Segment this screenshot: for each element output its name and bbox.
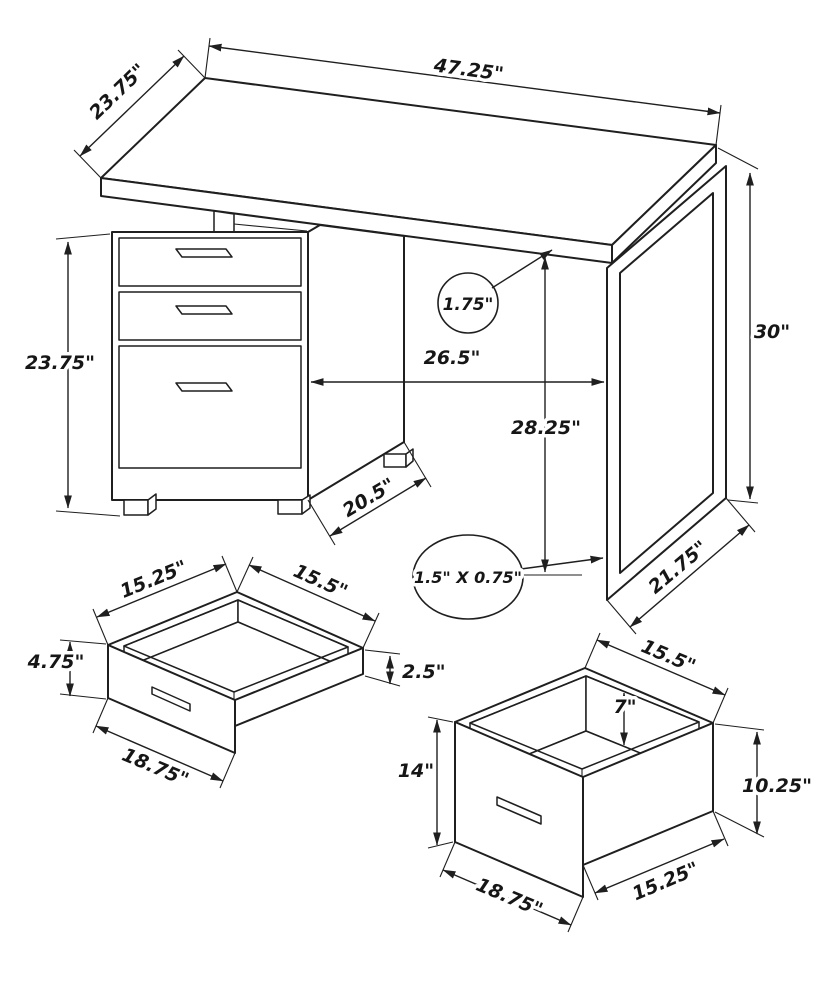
- extension-line: [219, 752, 236, 789]
- extension-line: [55, 233, 111, 240]
- extension-line: [427, 841, 454, 849]
- extension-line: [582, 864, 599, 901]
- desktop-end-edge: [611, 144, 717, 264]
- dimension-bubble: [412, 534, 524, 620]
- dimension-bubble: [437, 272, 499, 334]
- extension-line: [92, 697, 109, 734]
- extension-line: [73, 149, 102, 179]
- desk-height-label: 30": [754, 321, 790, 343]
- leader-arrow: [520, 555, 604, 570]
- extension-line: [712, 687, 729, 724]
- small-drawer-width-label: 15.25": [117, 556, 190, 603]
- leg-frame-inner: [619, 192, 714, 574]
- extension-line: [727, 499, 759, 504]
- extension-line: [59, 693, 107, 700]
- support-bracket: [213, 210, 235, 233]
- extension-line: [712, 810, 729, 847]
- drawer-rim-inner-edge: [469, 675, 700, 770]
- file-drawer-side-height-label: 10.25": [742, 775, 812, 797]
- small-drawer-side-height-label: 2.5": [402, 661, 446, 683]
- extension-line: [403, 441, 432, 488]
- extension-line: [307, 499, 336, 546]
- cabinet-height-label: 23.75": [25, 352, 95, 374]
- file-drawer: [454, 667, 714, 898]
- extension-line: [606, 599, 637, 635]
- dimension-arrow: [95, 725, 224, 782]
- dimension-arrow: [208, 43, 721, 116]
- desk-top-width-label: 47.25": [432, 54, 505, 85]
- desk-assembly: [100, 77, 727, 601]
- drawer-1-front: [118, 237, 302, 287]
- drawer-handle-icon: [496, 796, 542, 825]
- extension-line: [364, 649, 401, 655]
- file-drawer-bottom-depth-label: 15.25": [629, 858, 702, 906]
- cabinet-foot-side: [147, 493, 157, 516]
- extension-line: [362, 612, 380, 649]
- extension-line: [221, 555, 238, 593]
- dimension-arrow: [596, 639, 726, 696]
- small-drawer: [107, 591, 364, 754]
- extension-line: [567, 896, 584, 933]
- dimension-arrow: [79, 55, 185, 157]
- extension-line: [236, 556, 254, 593]
- drawer-2-handle-icon: [175, 305, 233, 315]
- extension-line: [584, 632, 601, 669]
- small-drawer-front-width-label: 18.75": [119, 744, 192, 792]
- knee-height-label: 28.25": [511, 417, 581, 439]
- drawer-2-front: [118, 291, 302, 341]
- knee-width-label: 26.5": [424, 347, 481, 369]
- dimension-arrow: [442, 869, 572, 926]
- extension-line: [364, 675, 401, 687]
- dimension-arrow: [594, 838, 725, 894]
- dimension-arrow: [329, 477, 427, 537]
- cabinet-foot: [383, 453, 407, 468]
- file-drawer-front-height-label: 14": [398, 760, 434, 782]
- desk-top-depth-label: 23.75": [85, 59, 151, 123]
- cabinet-depth-label: 20.5": [339, 474, 399, 522]
- cabinet-top-back-edge: [233, 223, 308, 232]
- extension-line: [177, 49, 206, 79]
- dimension-arrow: [629, 524, 750, 628]
- dimension-arrow: [248, 564, 376, 622]
- drawer-1-handle-icon: [175, 248, 233, 258]
- extension-line: [204, 37, 211, 79]
- extension-line: [55, 510, 121, 517]
- cabinet-foot: [277, 499, 303, 515]
- dimension-arrow: [96, 563, 227, 618]
- file-drawer-front-width-label: 18.75": [473, 874, 546, 922]
- extension-line: [59, 639, 107, 645]
- extension-line: [427, 716, 454, 723]
- leader-arrow: [491, 249, 553, 289]
- drawer-3-front: [118, 345, 302, 469]
- extension-line: [92, 608, 109, 646]
- extension-line: [439, 841, 456, 878]
- drawer-handle-icon: [151, 686, 191, 712]
- top-thickness-label: 1.75": [443, 295, 494, 315]
- small-drawer-front-height-label: 4.75": [27, 651, 85, 673]
- extension-line: [717, 147, 759, 170]
- drawer-3-handle-icon: [175, 382, 233, 392]
- extension-line: [725, 497, 756, 533]
- cabinet-foot: [123, 499, 149, 516]
- extension-line: [714, 723, 765, 731]
- file-drawer-inner-height-label: 7": [613, 696, 636, 718]
- leg-tube-label: 1.5" X 0.75": [414, 568, 522, 587]
- drawer-side-panel: [234, 647, 364, 727]
- extension-line: [715, 104, 722, 146]
- cabinet-foot-side: [301, 494, 311, 515]
